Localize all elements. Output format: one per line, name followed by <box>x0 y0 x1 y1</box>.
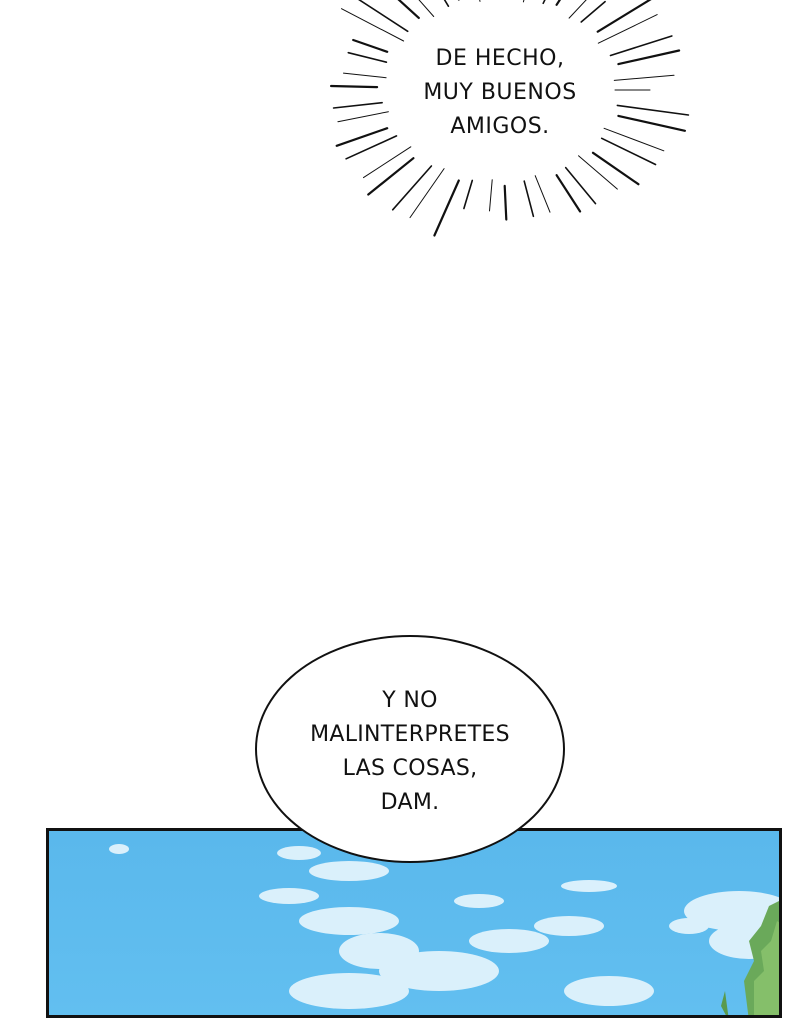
bubble-line-4: DAM. <box>380 790 440 815</box>
burst-line <box>609 35 673 57</box>
burst-line <box>555 0 562 6</box>
burst-line <box>603 127 665 152</box>
burst-line <box>568 0 587 19</box>
burst-line <box>443 0 450 8</box>
speech-bubble <box>255 635 565 863</box>
burst-line <box>600 137 657 166</box>
burst-line <box>329 84 379 89</box>
burst-line <box>341 8 405 42</box>
burst-line <box>352 38 389 53</box>
burst-line <box>580 0 606 23</box>
speech-bubble-text: Y NO MALINTERPRETES LAS COSAS, DAM. <box>255 684 565 820</box>
burst-line <box>337 111 389 123</box>
burst-line <box>555 174 582 213</box>
burst-dialogue: DE HECHO, MUY BUENOS AMIGOS. <box>380 42 620 144</box>
burst-line <box>418 0 435 17</box>
burst-line <box>358 0 409 33</box>
burst-line <box>489 179 493 212</box>
burst-line <box>409 168 445 219</box>
burst-line-1: DE HECHO, <box>435 46 565 71</box>
burst-line <box>596 0 652 33</box>
clouds <box>109 844 779 1009</box>
burst-line <box>522 0 525 3</box>
bubble-line-3: LAS COSAS, <box>342 756 478 781</box>
burst-line <box>332 101 383 109</box>
burst-line <box>503 184 508 221</box>
burst-line <box>363 146 412 179</box>
burst-line <box>391 165 433 211</box>
burst-line <box>617 49 681 66</box>
burst-line <box>617 114 686 132</box>
burst-line <box>397 0 420 20</box>
burst-line <box>616 104 690 116</box>
bubble-line-2: MALINTERPRETES <box>310 722 510 747</box>
burst-line-3: AMIGOS. <box>450 114 550 139</box>
burst-line <box>479 0 481 2</box>
burst-line <box>534 175 551 213</box>
burst-line <box>343 72 387 79</box>
bubble-line-1: Y NO <box>382 688 438 713</box>
burst-line <box>347 51 388 63</box>
burst-line <box>523 180 535 218</box>
burst-line <box>578 155 618 190</box>
burst-line <box>463 179 474 210</box>
focus-burst-lines <box>329 0 690 237</box>
burst-line <box>613 74 675 81</box>
burst-line <box>564 166 597 205</box>
burst-line <box>335 127 389 147</box>
burst-line <box>345 135 398 160</box>
burst-line <box>591 151 640 186</box>
burst-line <box>367 157 415 196</box>
burst-line-2: MUY BUENOS <box>423 80 577 105</box>
burst-line <box>597 14 658 44</box>
burst-line <box>433 179 460 237</box>
